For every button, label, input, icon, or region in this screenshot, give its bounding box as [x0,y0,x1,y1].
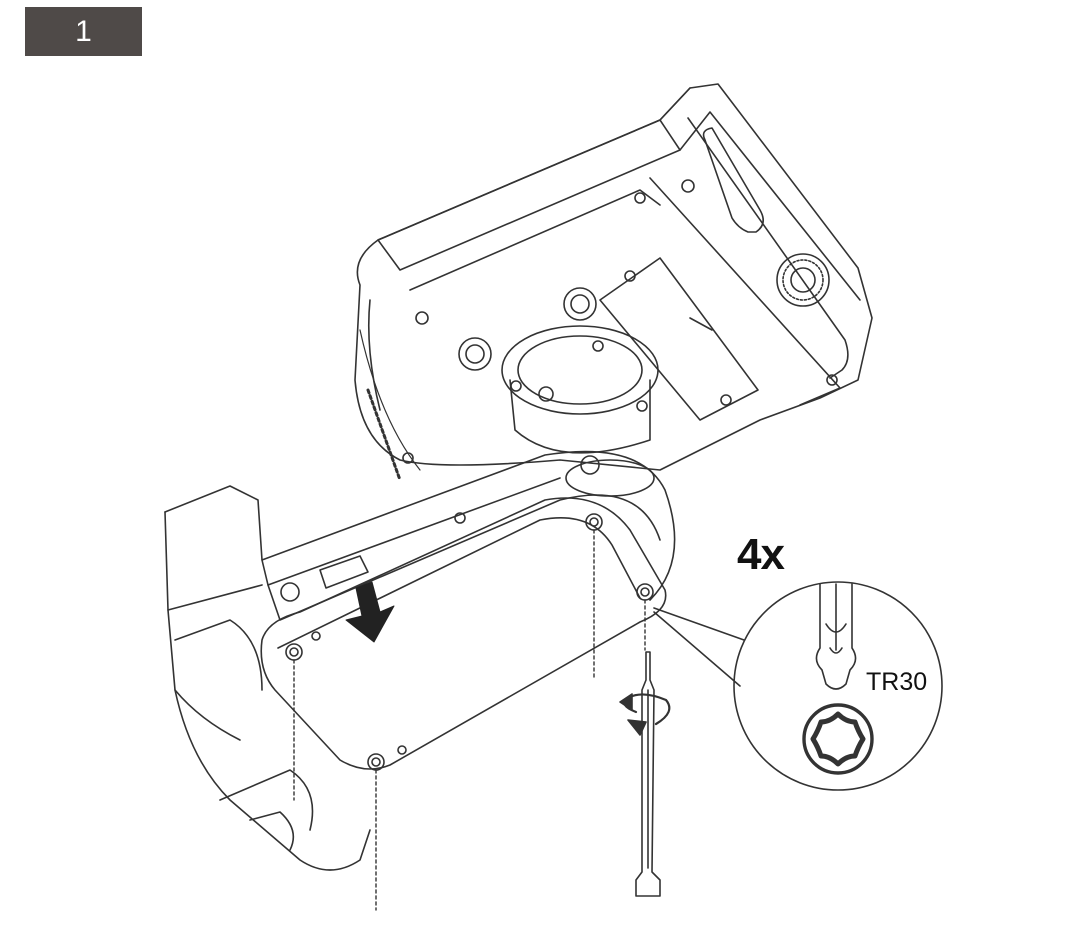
bracket-arm [164,450,676,621]
mount-pivot [501,325,659,454]
down-arrow-icon [345,581,395,643]
rotate-arrow-icon [619,693,671,736]
access-panel [458,257,759,421]
torx-callout [653,581,943,791]
step-number-badge: 1 [25,7,142,56]
wall-bracket-base [167,609,371,871]
mounting-plate [260,497,667,771]
torx-icon [802,703,874,775]
screw-axis-lines [293,529,646,911]
screwdriver-bit-icon [635,651,661,897]
camera-housing [354,83,873,482]
torx-size-label: TR30 [866,668,928,696]
screw-quantity-label: 4x [737,530,785,579]
